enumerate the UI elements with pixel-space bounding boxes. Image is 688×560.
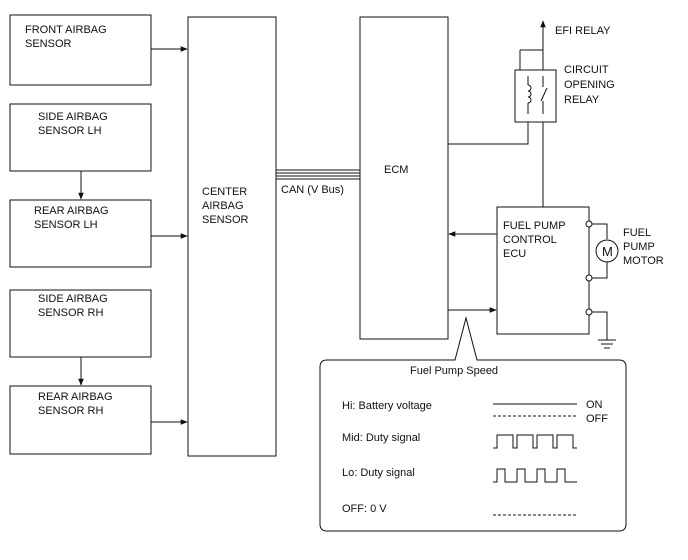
circuit-opening-relay-label-2: OPENING <box>564 79 615 91</box>
front-airbag-sensor-label-1: FRONT AIRBAG <box>25 24 107 36</box>
side-airbag-sensor-rh-label-2: SENSOR RH <box>38 307 103 319</box>
fuel-pump-control-ecu-block: FUEL PUMP CONTROL ECU <box>496 206 590 335</box>
fuel-pump-control-ecu-label-1: FUEL PUMP <box>503 220 566 232</box>
legend-lo-signal <box>493 468 577 483</box>
terminal-mid <box>585 274 593 282</box>
can-bus-label: CAN (V Bus) <box>281 184 344 196</box>
efi-relay-label: EFI RELAY <box>555 25 611 37</box>
legend-on-label: ON <box>586 399 603 411</box>
legend-mid-label: Mid: Duty signal <box>342 432 420 444</box>
center-airbag-sensor-label-2: AIRBAG <box>202 200 244 212</box>
legend-hi-label: Hi: Battery voltage <box>342 400 432 412</box>
center-airbag-sensor-label-1: CENTER <box>202 186 247 198</box>
fuel-pump-motor-label-3: MOTOR <box>623 255 664 267</box>
center-airbag-sensor-label-3: SENSOR <box>202 214 249 226</box>
legend-off-row-label: OFF: 0 V <box>342 503 387 515</box>
can-bus-lines <box>276 169 360 180</box>
side-airbag-sensor-lh-block: SIDE AIRBAG SENSOR LH <box>9 103 152 172</box>
fuel-pump-motor-label-2: PUMP <box>623 241 655 253</box>
rear-airbag-sensor-lh-label-1: REAR AIRBAG <box>34 205 109 217</box>
rear-airbag-sensor-rh-block: REAR AIRBAG SENSOR RH <box>9 385 152 455</box>
motor-symbol: M <box>602 244 613 259</box>
fuel-pump-control-ecu-label-3: ECU <box>503 248 526 260</box>
center-airbag-sensor-block: CENTER AIRBAG SENSOR <box>187 16 277 457</box>
side-airbag-sensor-rh-block: SIDE AIRBAG SENSOR RH <box>9 289 152 358</box>
front-airbag-sensor-label-2: SENSOR <box>25 38 72 50</box>
side-airbag-sensor-rh-label-1: SIDE AIRBAG <box>38 293 108 305</box>
rear-airbag-sensor-rh-label-2: SENSOR RH <box>38 405 103 417</box>
terminal-bottom <box>585 308 593 316</box>
circuit-opening-relay-label-1: CIRCUIT <box>564 64 609 76</box>
fuel-pump-control-ecu-label-2: CONTROL <box>503 234 557 246</box>
ecm-to-relay-line <box>448 122 529 145</box>
legend-lo-label: Lo: Duty signal <box>342 467 415 479</box>
relay-coil-icon <box>527 84 532 104</box>
front-airbag-sensor-block: FRONT AIRBAG SENSOR <box>9 14 152 86</box>
rear-airbag-sensor-lh-block: REAR AIRBAG SENSOR LH <box>9 199 152 268</box>
legend-off-label: OFF <box>586 413 608 425</box>
circuit-opening-relay-label-3: RELAY <box>564 94 600 106</box>
fuel-pump-speed-callout: Fuel Pump Speed Hi: Battery voltage ON O… <box>319 316 627 532</box>
rear-airbag-sensor-rh-label-1: REAR AIRBAG <box>38 391 113 403</box>
fuel-pump-motor: M FUEL PUMP MOTOR <box>585 220 664 349</box>
fuel-pump-motor-label-1: FUEL <box>623 227 651 239</box>
legend-mid-signal <box>493 434 577 449</box>
rear-airbag-sensor-lh-label-2: SENSOR LH <box>34 219 98 231</box>
side-airbag-sensor-lh-label-2: SENSOR LH <box>38 125 102 137</box>
side-airbag-sensor-lh-label-1: SIDE AIRBAG <box>38 111 108 123</box>
ecm-label: ECM <box>384 164 408 176</box>
legend-title: Fuel Pump Speed <box>410 365 498 377</box>
ground-icon <box>598 339 616 349</box>
relay-switch-icon <box>540 76 548 114</box>
circuit-opening-relay: CIRCUIT OPENING RELAY <box>514 64 615 123</box>
ecm-block: ECM <box>359 16 449 340</box>
terminal-top <box>585 220 593 228</box>
